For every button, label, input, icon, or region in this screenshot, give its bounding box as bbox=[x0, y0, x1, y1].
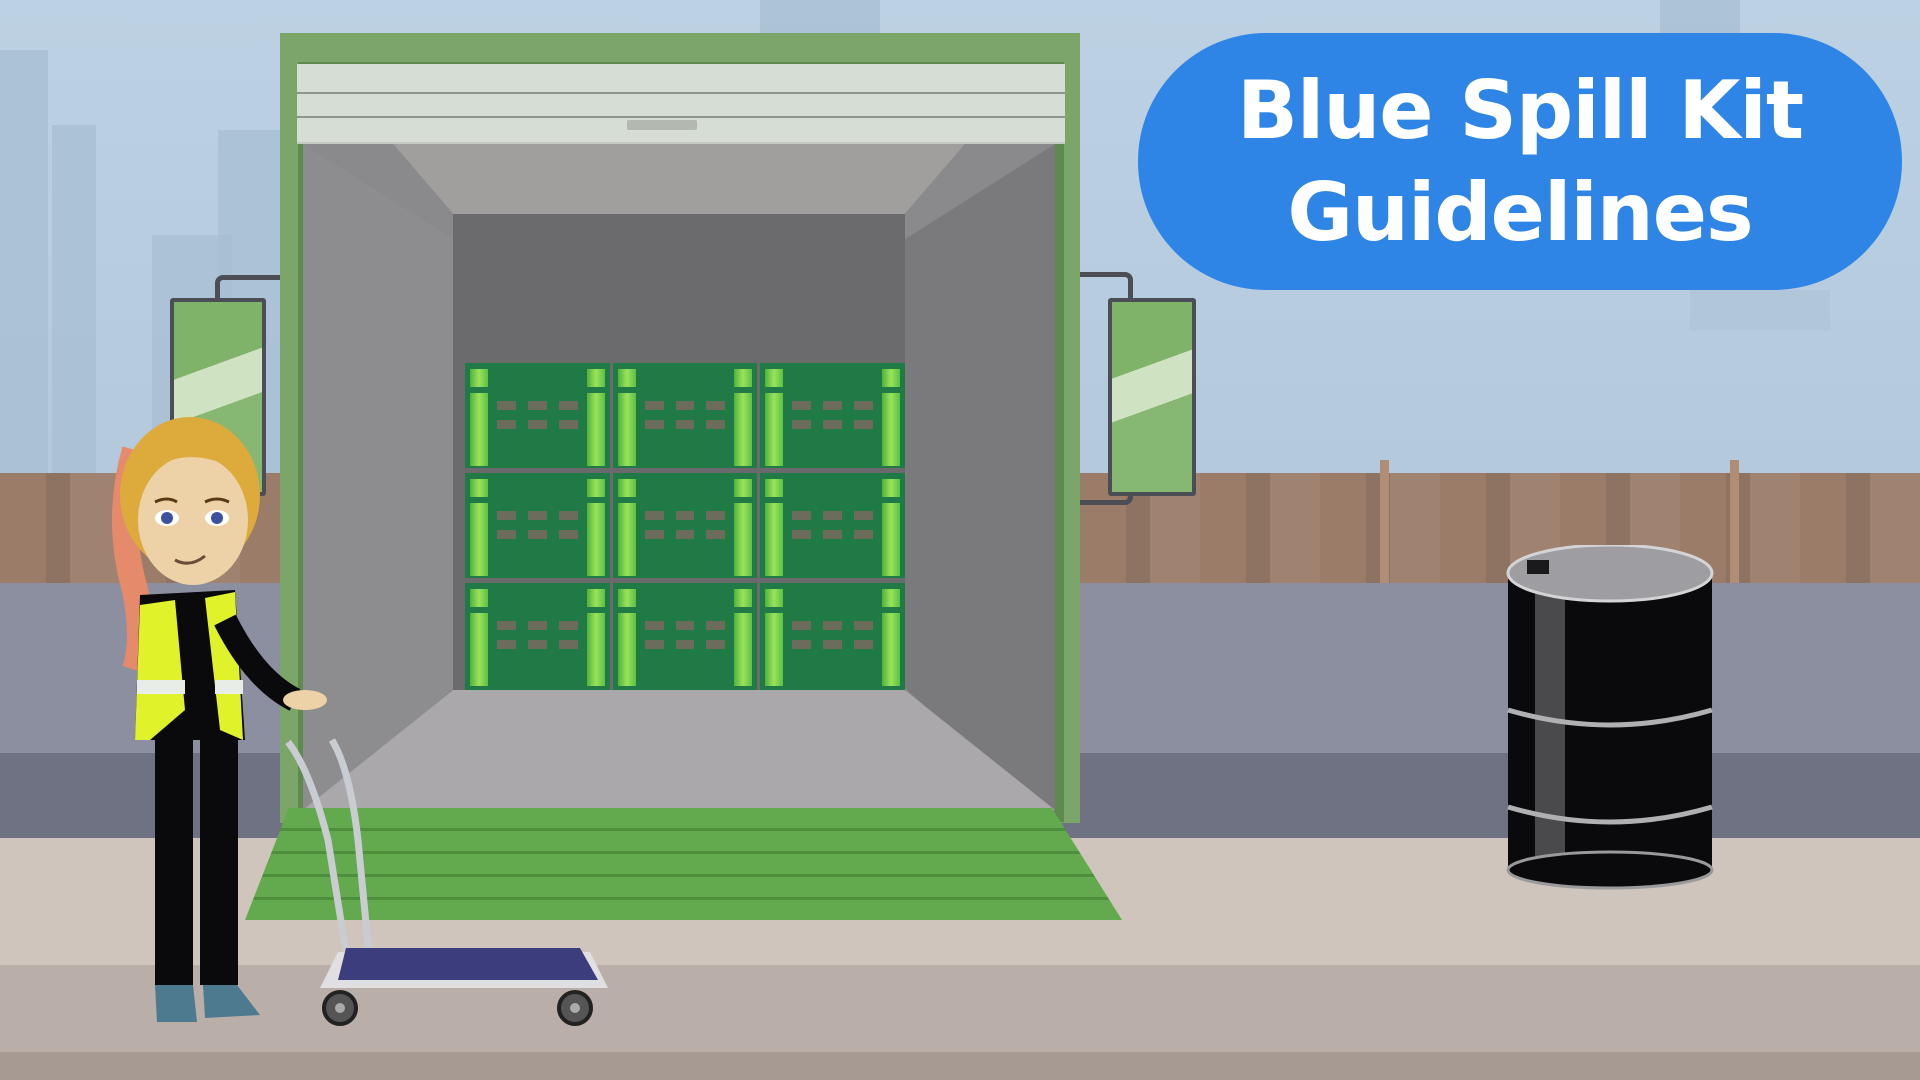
drum-bung bbox=[1527, 560, 1549, 574]
crate bbox=[760, 473, 905, 584]
fence-post bbox=[1380, 460, 1389, 590]
title-text: Blue Spill Kit Guidelines bbox=[1236, 60, 1804, 264]
roll-up-door bbox=[297, 64, 1065, 144]
crate bbox=[465, 363, 610, 474]
city-building bbox=[1690, 290, 1830, 330]
title-banner: Blue Spill Kit Guidelines bbox=[1138, 33, 1902, 290]
city-building bbox=[52, 125, 96, 480]
vest-left bbox=[135, 600, 185, 740]
oil-drum bbox=[1506, 545, 1714, 890]
hand-cart bbox=[285, 738, 608, 1026]
shoe-right bbox=[203, 985, 260, 1018]
crate-stack bbox=[465, 363, 905, 690]
crate bbox=[760, 363, 905, 474]
curb bbox=[0, 1052, 1920, 1080]
fence-post bbox=[1730, 460, 1739, 590]
mirror-arm-left bbox=[215, 275, 280, 308]
title-line-2: Guidelines bbox=[1287, 165, 1753, 259]
worker-character bbox=[112, 417, 327, 1022]
city-building bbox=[0, 50, 48, 480]
crate bbox=[612, 583, 758, 690]
mirror-arm-right bbox=[1078, 272, 1133, 305]
crate bbox=[612, 363, 758, 474]
city-building bbox=[760, 0, 880, 34]
truck-ceiling bbox=[393, 144, 965, 214]
door-handle bbox=[627, 120, 697, 130]
crate bbox=[760, 583, 905, 690]
title-line-1: Blue Spill Kit bbox=[1236, 63, 1804, 157]
crate bbox=[612, 473, 758, 584]
side-mirror-right bbox=[1108, 298, 1196, 496]
crate bbox=[465, 583, 610, 690]
loading-ramp bbox=[245, 808, 1122, 920]
face bbox=[138, 455, 248, 585]
crate bbox=[465, 473, 610, 584]
shoe-left bbox=[155, 985, 197, 1022]
sidewalk-lower bbox=[0, 965, 1920, 1055]
